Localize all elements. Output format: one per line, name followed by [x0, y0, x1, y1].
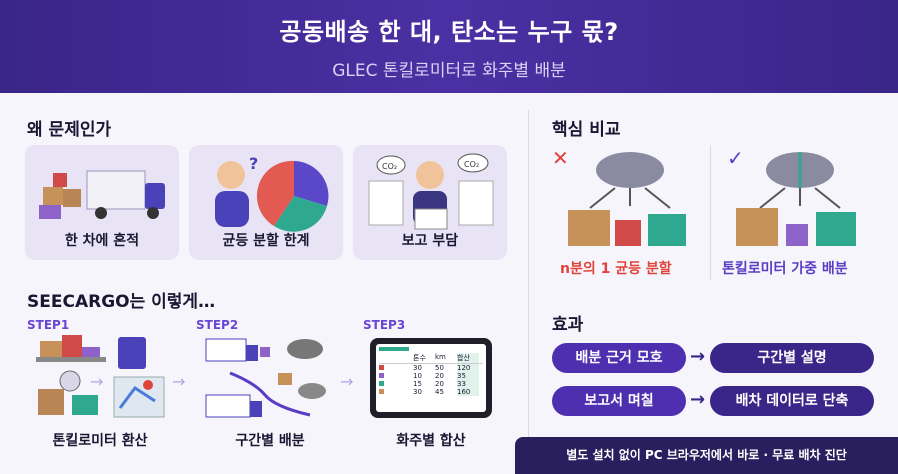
effect-after-pill: 배차 데이터로 단축 [710, 386, 874, 416]
page-subtitle: GLEC 톤킬로미터로 화주별 배분 [332, 61, 566, 81]
truck-icon [39, 170, 165, 219]
svg-text:?: ? [249, 154, 258, 173]
footer-cta[interactable]: 별도 설치 없이 PC 브라우저에서 바로 · 무료 배차 진단 [515, 437, 898, 474]
step-label: 톤킬로미터 환산 [52, 433, 148, 449]
table-header-row: 톤수 km 합산 [379, 353, 483, 364]
problem-card-mixed-load: 한 차에 혼적 [25, 145, 179, 260]
step-arrow-icon: → [172, 372, 186, 391]
effect-after-pill: 구간별 설명 [710, 343, 874, 373]
step-tag: STEP1 [27, 318, 70, 332]
equal-split-diagram [568, 152, 686, 246]
paperwork-icon: CO₂ CO₂ [368, 153, 494, 230]
problem-card-label: 보고 부담 [401, 233, 459, 249]
effects-heading: 효과 [552, 315, 584, 335]
arrow-right-icon: → [690, 346, 706, 367]
page-title: 공동배송 한 대, 탄소는 누구 몫? [279, 18, 619, 46]
step-label: 구간별 배분 [235, 433, 305, 449]
bad-method-label: n분의 1 균등 분할 [560, 261, 672, 277]
compare-divider [710, 145, 711, 280]
problem-card-equal-split: ? 균등 분할 한계 [189, 145, 343, 260]
scale-icon [36, 335, 165, 418]
cross-icon: ✕ [552, 146, 569, 170]
section-divider [528, 110, 529, 440]
pie-chart-icon: ? [215, 154, 329, 232]
step-tag: STEP2 [196, 318, 239, 332]
solution-heading: SEECARGO는 이렇게… [27, 292, 216, 312]
problem-card-report-burden: CO₂ CO₂ 보고 부담 [353, 145, 507, 260]
step-tag: STEP3 [363, 318, 406, 332]
effect-before-pill: 배분 근거 모호 [552, 343, 686, 373]
arrow-right-icon: → [690, 389, 706, 410]
problem-card-label: 한 차에 혼적 [64, 233, 140, 249]
problem-heading: 왜 문제인가 [27, 120, 112, 140]
check-icon: ✓ [727, 146, 744, 170]
weighted-split-diagram [736, 152, 856, 246]
effect-before-pill: 보고서 며칠 [552, 386, 686, 416]
route-icon [205, 338, 326, 418]
step-arrow-icon: → [90, 372, 104, 391]
problem-card-label: 균등 분할 한계 [222, 233, 310, 249]
svg-text:CO₂: CO₂ [464, 160, 479, 169]
svg-text:CO₂: CO₂ [382, 162, 397, 171]
step-label: 화주별 합산 [396, 433, 466, 449]
step-arrow-icon: → [340, 372, 354, 391]
good-method-label: 톤킬로미터 가중 배분 [722, 261, 848, 277]
header-banner: 공동배송 한 대, 탄소는 누구 몫? GLEC 톤킬로미터로 화주별 배분 [0, 0, 898, 93]
compare-heading: 핵심 비교 [552, 120, 621, 140]
